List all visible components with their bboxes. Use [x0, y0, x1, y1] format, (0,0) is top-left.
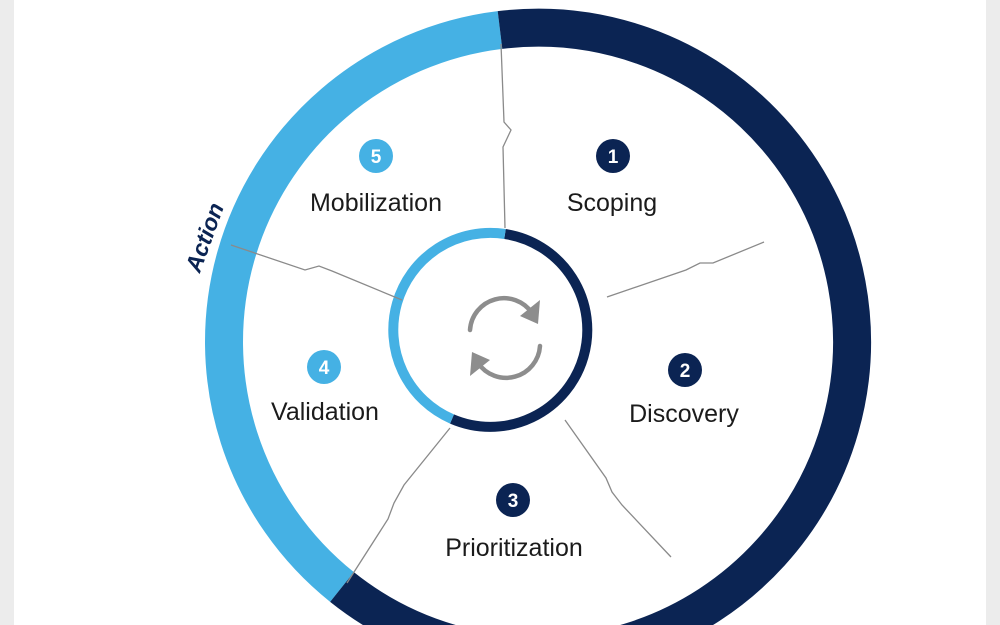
divider-discovery-prioritization — [564, 419, 672, 558]
step-number: 5 — [371, 147, 382, 168]
step-label: Prioritization — [445, 534, 583, 562]
step-number-badge — [596, 139, 630, 173]
step-number: 1 — [608, 147, 619, 168]
step-number: 3 — [508, 491, 519, 512]
step-number-badge — [307, 350, 341, 384]
step-number-badge — [359, 139, 393, 173]
step-label: Discovery — [629, 400, 739, 428]
divider-validation-mobilization — [230, 244, 403, 301]
divider-prioritization-validation — [346, 427, 451, 584]
step-label: Scoping — [567, 189, 657, 217]
step-label: Validation — [271, 398, 379, 426]
action-phase-arc — [205, 11, 503, 602]
divider-scoping-discovery — [606, 241, 765, 298]
step-number: 4 — [319, 358, 330, 379]
divider-scoping-mobilization — [500, 43, 512, 229]
step-scoping: 1 Scoping — [567, 139, 657, 217]
step-number-badge — [496, 483, 530, 517]
step-number-badge — [668, 353, 702, 387]
step-label: Mobilization — [310, 189, 442, 217]
diagnose-phase-arc — [330, 8, 872, 625]
step-number: 2 — [680, 361, 691, 382]
right-frame-border — [986, 0, 1000, 625]
inner-ring-diagnose-segment — [450, 229, 593, 432]
left-frame-border — [0, 0, 14, 625]
inner-ring-action-segment — [388, 227, 506, 424]
step-discovery: 2 Discovery — [629, 353, 739, 428]
step-mobilization: 5 Mobilization — [310, 139, 442, 217]
diagnose-phase-label: Diagnose — [758, 357, 818, 463]
step-prioritization: 3 Prioritization — [445, 483, 583, 562]
refresh-cycle-icon — [467, 295, 543, 381]
step-validation: 4 Validation — [271, 350, 379, 426]
